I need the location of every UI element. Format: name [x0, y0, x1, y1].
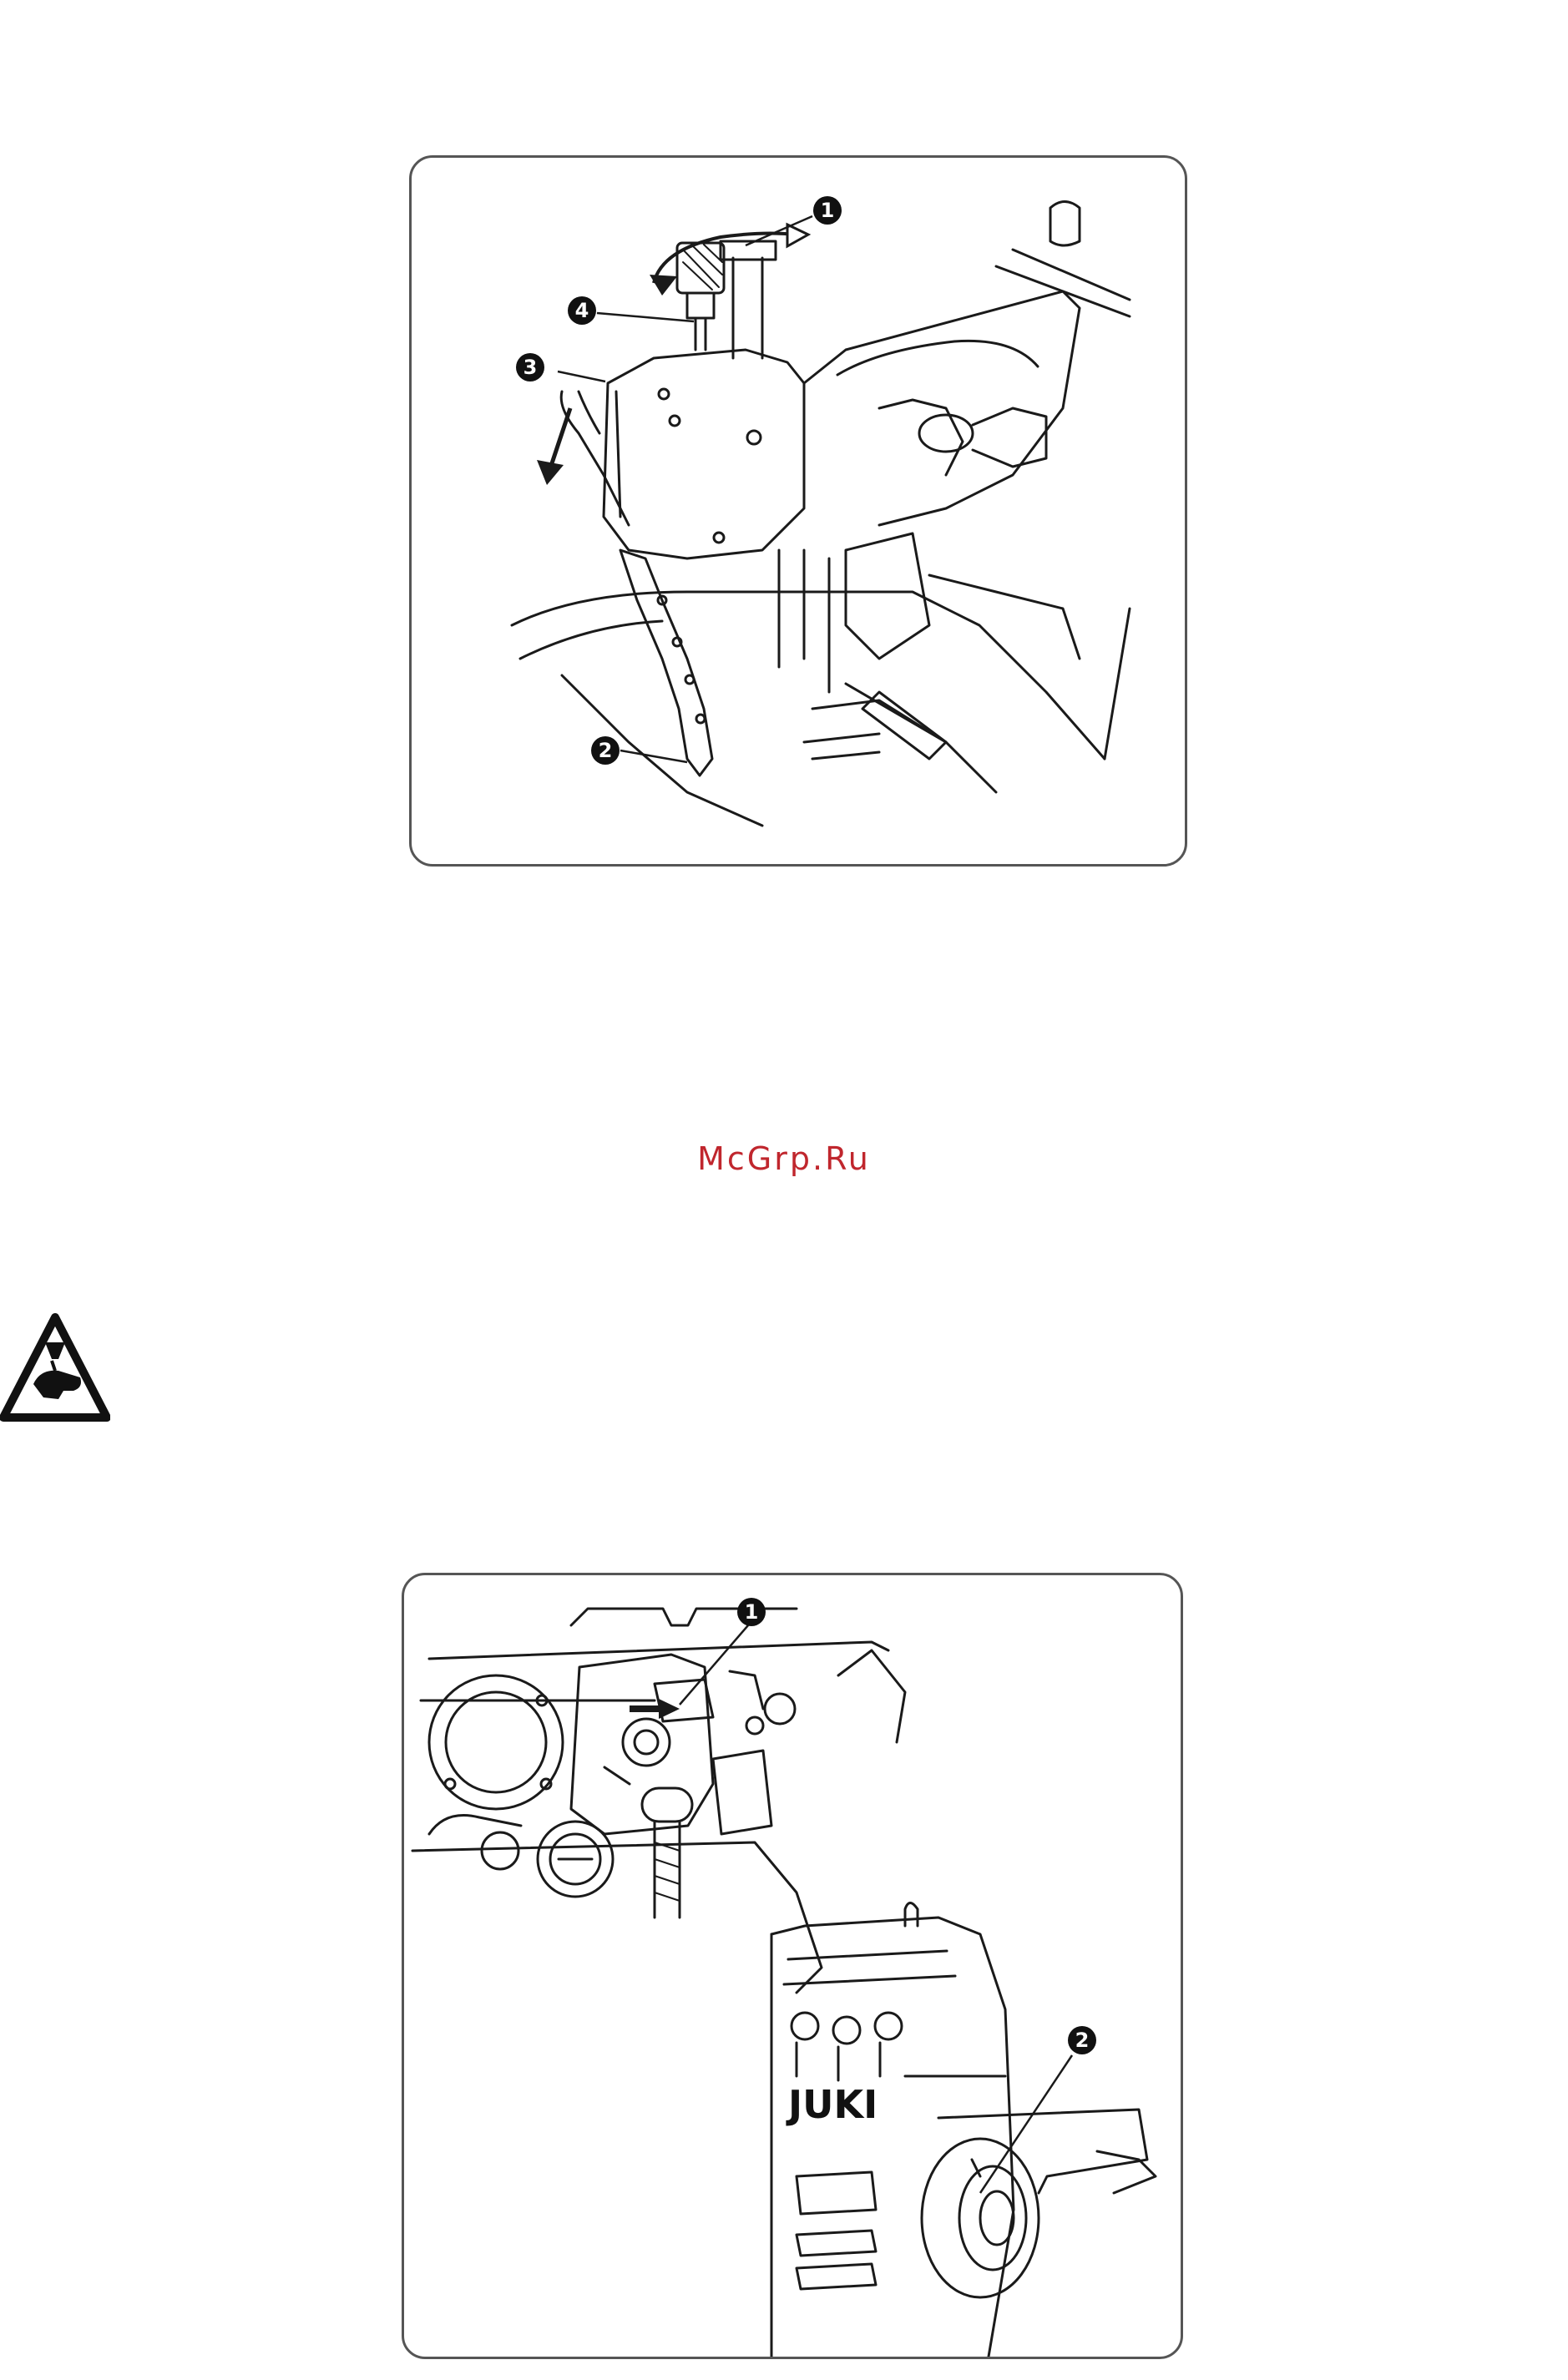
figure-1-drawing: 1 4 3 2 [412, 158, 1185, 864]
figure-1-presser-assembly: 1 4 3 2 [409, 155, 1187, 867]
watermark: McGrp.Ru [0, 1140, 1568, 1177]
callout-4-label: 4 [575, 299, 589, 322]
callout-1: 1 [813, 196, 842, 225]
figure-2-looper-and-pulley: JUKI 1 2 [402, 1573, 1183, 2359]
callout-2-label: 2 [599, 739, 613, 762]
callout-1-label: 1 [821, 199, 835, 222]
callout-4: 4 [568, 296, 596, 325]
callout-1: 1 [737, 1598, 766, 1626]
juki-brand-logo: JUKI [786, 2082, 878, 2127]
callout-1-label: 1 [745, 1600, 759, 1624]
callout-3-label: 3 [524, 356, 538, 379]
figure-2-drawing: JUKI 1 2 [404, 1575, 1181, 2357]
callout-3: 3 [516, 353, 544, 382]
callout-2: 2 [1068, 2026, 1096, 2054]
callout-2-label: 2 [1075, 2029, 1090, 2052]
hand-caution-triangle-icon [0, 1311, 110, 1424]
callout-2: 2 [591, 736, 620, 765]
